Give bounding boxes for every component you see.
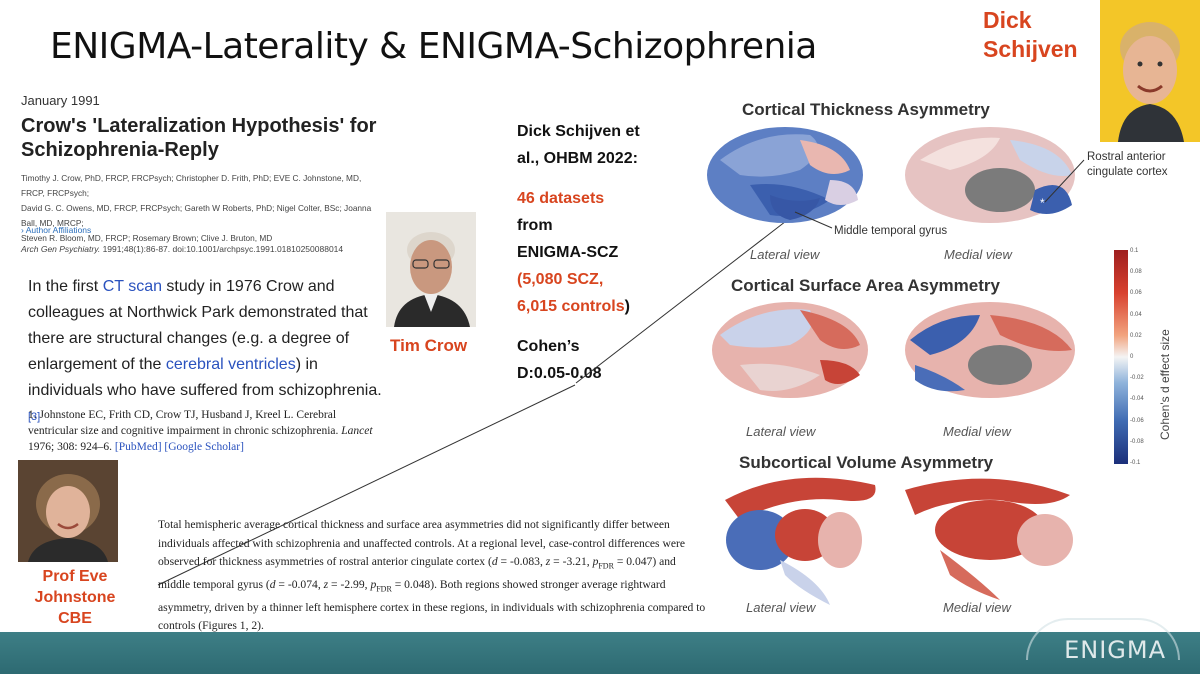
intro-text: In the first xyxy=(28,278,103,295)
rostral-anterior-annotation: Rostral anterior cingulate cortex xyxy=(1087,150,1168,180)
eve-label-line: CBE xyxy=(58,610,92,627)
reference-entry: 1. Johnstone EC, Frith CD, Crow TJ, Husb… xyxy=(28,407,388,455)
annotation-line: Rostral anterior xyxy=(1087,151,1166,163)
speaker-name: Dick Schijven xyxy=(983,6,1078,64)
reference-marker[interactable]: [3] xyxy=(28,411,41,423)
intro-text: study in 1976 Crow and colleagues at Nor… xyxy=(28,278,368,373)
authors-line: Timothy J. Crow, PhD, FRCP, FRCPsych; Ch… xyxy=(21,173,362,198)
eve-label-line: Johnstone xyxy=(34,589,116,606)
subcortical-lateral-brain xyxy=(725,477,876,605)
summary-line: ) xyxy=(624,298,630,315)
summary-line: 6,015 controls xyxy=(517,298,625,315)
colorbar xyxy=(1114,250,1128,464)
summary-line: 46 datasets xyxy=(517,190,605,207)
chevron-right-icon: › xyxy=(21,225,24,235)
reference-text: 1. Johnstone EC, Frith CD, Crow TJ, Husb… xyxy=(28,409,342,437)
subcortical-volume-title: Subcortical Volume Asymmetry xyxy=(739,453,994,472)
cortical-thickness-title: Cortical Thickness Asymmetry xyxy=(742,100,990,119)
colorbar-label: Cohen's d effect size xyxy=(1158,329,1172,440)
subcortical-medial-brain xyxy=(905,478,1073,600)
summary-line: ENIGMA-SCZ xyxy=(517,244,619,261)
enigma-logo: ENIGMA xyxy=(1064,636,1166,664)
cortical-surface-area-title: Cortical Surface Area Asymmetry xyxy=(731,276,1000,295)
lateral-view-label: Lateral view xyxy=(746,600,816,615)
article-citation: Arch Gen Psychiatry. 1991;48(1):86-87. d… xyxy=(21,244,343,254)
colorbar-tick: -0.04 xyxy=(1130,396,1144,403)
abstract-text: Total hemispheric average cortical thick… xyxy=(158,518,706,633)
thickness-lateral-brain xyxy=(707,127,863,223)
medial-view-label: Medial view xyxy=(944,247,1012,262)
citation-journal: Arch Gen Psychiatry. xyxy=(21,244,101,254)
summary-line: from xyxy=(517,217,553,234)
lateral-view-label: Lateral view xyxy=(750,247,820,262)
surface-lateral-brain xyxy=(712,302,868,398)
medial-view-label: Medial view xyxy=(943,600,1011,615)
citation-details: 1991;48(1):86-87. doi:10.1001/archpsyc.1… xyxy=(100,244,344,254)
colorbar-tick: -0.02 xyxy=(1130,375,1144,382)
speaker-portrait-icon xyxy=(1100,0,1200,142)
slide-title: ENIGMA-Laterality & ENIGMA-Schizophrenia xyxy=(50,26,817,67)
eve-johnstone-photo xyxy=(18,460,118,562)
summary-line: al., OHBM 2022: xyxy=(517,150,638,167)
colorbar-tick: 0.08 xyxy=(1130,269,1142,276)
surface-medial-brain xyxy=(905,302,1075,398)
summary-line: (5,080 SCZ, xyxy=(517,271,604,288)
reference-details: 1976; 308: 924–6. xyxy=(28,441,115,453)
summary-line: Dick Schijven et xyxy=(517,123,640,140)
tim-crow-photo xyxy=(386,212,476,327)
colorbar-tick: 0.04 xyxy=(1130,311,1142,318)
google-scholar-link[interactable]: [Google Scholar] xyxy=(164,441,244,453)
brain-figure: * xyxy=(707,127,1085,605)
colorbar-tick: 0.06 xyxy=(1130,290,1142,297)
summary-line: D:0.05-0.08 xyxy=(517,365,602,382)
authors-line: David G. C. Owens, MD, FRCP, FRCPsych; G… xyxy=(21,203,372,228)
colorbar-tick: 0.1 xyxy=(1130,248,1139,254)
middle-temporal-gyrus-annotation: Middle temporal gyrus xyxy=(834,225,948,237)
colorbar-tick: -0.06 xyxy=(1130,417,1144,424)
portrait-icon xyxy=(18,460,118,562)
colorbar-tick: -0.08 xyxy=(1130,438,1144,445)
article-authors: Timothy J. Crow, PhD, FRCP, FRCPsych; Ch… xyxy=(21,171,381,246)
reference-journal: Lancet xyxy=(341,425,373,437)
colorbar-tick: -0.1 xyxy=(1130,460,1141,466)
pubmed-link[interactable]: [PubMed] xyxy=(114,441,162,453)
speaker-first-name: Dick xyxy=(983,7,1032,33)
article-title: Crow's 'Lateralization Hypothesis' for S… xyxy=(21,115,377,161)
speaker-last-name: Schijven xyxy=(983,36,1078,62)
colorbar-tick: 0.02 xyxy=(1130,332,1142,339)
eve-label-line: Prof Eve xyxy=(42,568,108,585)
thickness-medial-brain: * xyxy=(905,127,1075,223)
colorbar-tick: 0 xyxy=(1130,354,1134,360)
summary-line: Cohen’s xyxy=(517,338,580,355)
article-date: January 1991 xyxy=(21,93,100,108)
author-affiliations-link[interactable]: › Author Affiliations xyxy=(21,225,91,235)
lateral-view-label: Lateral view xyxy=(746,424,816,439)
annotation-line: cingulate cortex xyxy=(1087,166,1168,178)
eve-johnstone-label: Prof Eve Johnstone CBE xyxy=(28,566,122,629)
authors-line: Steven R. Bloom, MD, FRCP; Rosemary Brow… xyxy=(21,233,273,243)
footer-bar xyxy=(0,632,1200,674)
speaker-photo xyxy=(1100,0,1200,142)
ct-scan-link[interactable]: CT scan xyxy=(102,278,162,295)
cerebral-ventricles-link[interactable]: cerebral ventricles xyxy=(165,356,296,373)
svg-text:*: * xyxy=(1040,196,1045,210)
author-affiliations-label: Author Affiliations xyxy=(25,225,92,235)
medial-view-label: Medial view xyxy=(943,424,1011,439)
portrait-icon xyxy=(386,212,476,327)
tim-crow-label: Tim Crow xyxy=(390,336,468,355)
study-summary: Dick Schijven et al., OHBM 2022: 46 data… xyxy=(517,118,687,387)
